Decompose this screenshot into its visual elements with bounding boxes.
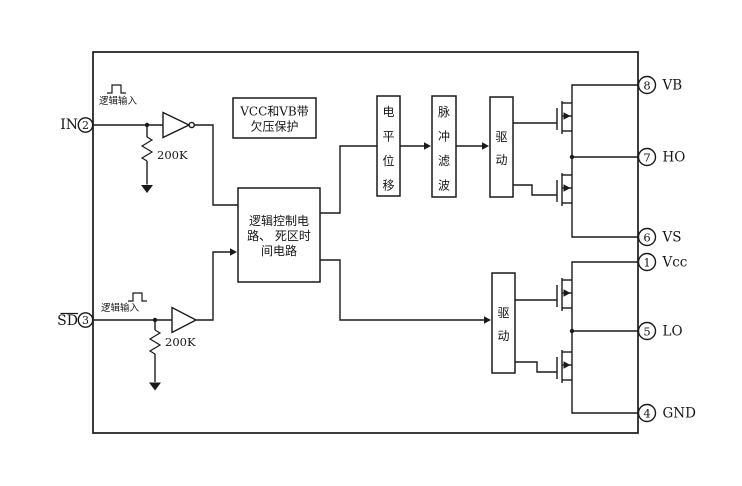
pulse-waveform-icon (128, 292, 147, 302)
in-to-logic-wire (194, 124, 238, 206)
drive-high-block: 驱动 (489, 96, 514, 198)
arrowhead-icon (230, 248, 237, 256)
logic-control-line3: 间电路 (261, 243, 297, 258)
sd-resistor-value: 200K (165, 335, 196, 349)
buffer-icon (171, 306, 198, 334)
drive-high-label: 驱动 (495, 130, 507, 167)
arrowhead-icon (484, 316, 491, 324)
pin-vs: 6 VS (637, 227, 682, 247)
pin-sd: SD 3 (57, 312, 94, 329)
ground-icon (141, 185, 153, 193)
pin-lo-label: LO (663, 324, 683, 340)
pin-vs-number: 6 (643, 231, 650, 245)
logic-to-levelshift-wire (320, 145, 377, 214)
resistor-zigzag (148, 329, 162, 355)
level-shift-block: 电平位移 (376, 95, 401, 197)
pin-circle (637, 75, 657, 95)
pin-vb-label: VB (662, 78, 683, 94)
junction-dot (569, 154, 575, 160)
sd-to-logic-wire (196, 251, 231, 321)
pulse-filter-label: 脉冲滤波 (438, 104, 450, 193)
inverter-bubble-icon (188, 121, 195, 129)
pin-vcc-label: Vcc (662, 255, 688, 271)
pin-vb: 8 VB (637, 75, 683, 95)
pin-vcc: 1 Vcc (637, 252, 688, 272)
pin-gnd-label: GND (663, 406, 697, 422)
logic-to-drivelow-wire (320, 259, 484, 321)
pin-circle (77, 117, 94, 133)
pin-circle (637, 403, 657, 423)
high-side-rail (571, 84, 639, 238)
logic-control-line1: 逻辑控制电 (249, 214, 309, 228)
pin-in-label: IN (60, 117, 78, 133)
arrowhead-icon (424, 142, 431, 150)
pin-vb-number: 8 (643, 79, 650, 93)
pin-ho-number: 7 (643, 151, 650, 165)
sd-input-network: 逻辑输入 200K (93, 248, 237, 391)
junction-dot (144, 122, 150, 128)
junction-dot (569, 328, 575, 334)
mosfet-icon (556, 172, 573, 207)
high-side-output-stage (556, 84, 639, 238)
drive-low-block: 驱动 (491, 272, 516, 374)
uv-protect-line1: VCC和VB带 (239, 105, 309, 119)
in-input-network: 逻辑输入 200K (93, 84, 238, 206)
ic-boundary-box (92, 51, 639, 434)
mosfet-icon (556, 349, 573, 384)
drive-low-label: 驱动 (497, 306, 509, 343)
drivelow-gate2-wire (515, 361, 557, 373)
pin-vs-label: VS (662, 230, 682, 246)
pin-ho-label: HO (663, 150, 686, 166)
pin-circle (637, 147, 657, 167)
resistor-zigzag (140, 136, 154, 162)
signal-wires (320, 122, 557, 373)
pin-in: IN 2 (60, 117, 94, 133)
in-resistor-value: 200K (157, 148, 188, 162)
pin-sd-label: SD (57, 313, 78, 329)
in-pulse-label: 逻辑输入 (99, 95, 138, 107)
pin-circle (77, 312, 94, 328)
pin-lo-number: 5 (643, 325, 650, 339)
pin-vcc-number: 1 (643, 256, 650, 270)
sd-pulse-label: 逻辑输入 (101, 302, 140, 314)
pin-circle (637, 321, 657, 341)
pin-ho: 7 HO (637, 147, 686, 167)
logic-control-line2: 路、 死区时 (247, 228, 311, 243)
low-side-rail (571, 261, 639, 414)
uv-protect-block: VCC和VB带 欠压保护 (232, 97, 317, 139)
arrowhead-icon (482, 142, 489, 150)
mosfet-icon (556, 277, 573, 312)
uv-protect-line2: 欠压保护 (250, 119, 298, 134)
logic-control-block: 逻辑控制电 路、 死区时 间电路 (237, 187, 321, 283)
level-shift-label: 电平位移 (382, 105, 394, 193)
pin-in-number: 2 (82, 119, 89, 132)
junction-dot (152, 317, 158, 323)
pulse-filter-block: 脉冲滤波 (431, 95, 457, 198)
pin-circle (637, 227, 657, 247)
pin-lo: 5 LO (637, 321, 683, 341)
ground-icon (149, 382, 161, 391)
pulse-waveform-icon (107, 84, 126, 94)
pin-gnd: 4 GND (637, 403, 697, 423)
mosfet-icon (556, 100, 573, 135)
low-side-output-stage (556, 261, 639, 414)
pin-circle (637, 252, 657, 272)
pin-sd-number: 3 (82, 314, 89, 327)
pin-gnd-number: 4 (643, 407, 650, 421)
inverter-icon (162, 111, 191, 139)
drivehigh-gate2-wire (513, 184, 557, 196)
